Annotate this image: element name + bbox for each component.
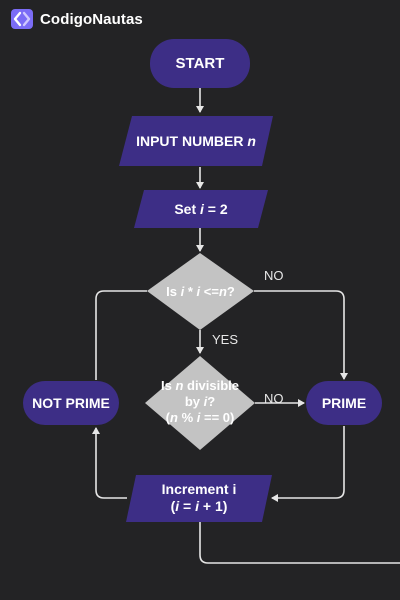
edge-increment-to-not-prime-loop <box>92 427 127 499</box>
not-prime-label: NOT PRIME <box>32 395 110 411</box>
d2-l3-mid: % <box>177 410 197 425</box>
edge-prime-to-increment <box>271 426 345 502</box>
brand-name: CodigoNautas <box>40 10 143 28</box>
inc-line2: (i = i + 1) <box>126 498 272 515</box>
decision1-label: Is i * i <=n? <box>147 283 254 300</box>
input-label-var: n <box>247 133 256 149</box>
increment-node <box>126 475 272 522</box>
set-label-pre: Set <box>174 201 201 217</box>
d2-l3-v2: i <box>196 410 201 425</box>
edge-label-no-right: NO <box>264 391 284 406</box>
d1-end: ? <box>226 284 235 299</box>
edge-increment-exit <box>199 521 400 564</box>
set-node <box>134 190 268 228</box>
d2-l3-open: ( <box>165 410 170 425</box>
d1-v2: i <box>196 284 201 299</box>
d2-l1-post: divisible <box>183 378 240 393</box>
edge-label-yes: YES <box>212 332 239 347</box>
start-node <box>150 39 250 88</box>
d2-l3-v1: n <box>170 410 178 425</box>
d2-l3-post: == 0) <box>200 410 235 425</box>
chevron-code-icon <box>11 9 33 29</box>
inc-l2-open: ( <box>170 498 176 514</box>
edge-decision1-to-not-prime <box>95 290 147 380</box>
inc-l2-post: + 1) <box>199 498 228 514</box>
not-prime-node <box>23 381 119 425</box>
decision1-node <box>147 253 254 330</box>
set-label: Set i = 2 <box>134 201 268 218</box>
input-node <box>119 116 273 166</box>
d2-l1-pre: Is <box>160 378 176 393</box>
d1-pre: Is <box>166 284 181 299</box>
d2-line2: by i? <box>145 394 255 410</box>
decision2-node <box>145 356 255 450</box>
d2-l2-pre: by <box>184 394 204 409</box>
inc-l2-v2: i <box>195 498 199 514</box>
increment-label: Increment i (i = i + 1) <box>126 481 272 515</box>
d1-v3: n <box>218 284 227 299</box>
prime-label: PRIME <box>321 395 367 411</box>
input-label-text: INPUT NUMBER <box>136 133 248 149</box>
d1-v1: i <box>180 284 185 299</box>
edge-label-no-top: NO <box>264 268 284 283</box>
d1-post: <= <box>200 284 219 299</box>
d2-l2-post: ? <box>207 394 216 409</box>
set-label-var: i <box>200 201 204 217</box>
input-label: INPUT NUMBER n <box>119 133 273 150</box>
set-label-post: = 2 <box>203 201 228 217</box>
d1-op: * <box>184 284 197 299</box>
d2-line1: Is n divisible <box>145 378 255 394</box>
brand-header: CodigoNautas <box>10 8 143 30</box>
inc-line1: Increment i <box>161 481 237 497</box>
edge-decision1-to-prime-no <box>254 290 348 380</box>
d2-line3: (n % i == 0) <box>145 410 255 426</box>
inc-l2-mid: = <box>179 498 196 514</box>
start-label: START <box>175 55 225 72</box>
d2-l2-var: i <box>203 394 208 409</box>
prime-node <box>306 381 382 425</box>
inc-l2-v1: i <box>175 498 180 514</box>
d2-l1-var: n <box>175 378 184 393</box>
decision2-label: Is n divisible by i? (n % i == 0) <box>145 378 255 426</box>
